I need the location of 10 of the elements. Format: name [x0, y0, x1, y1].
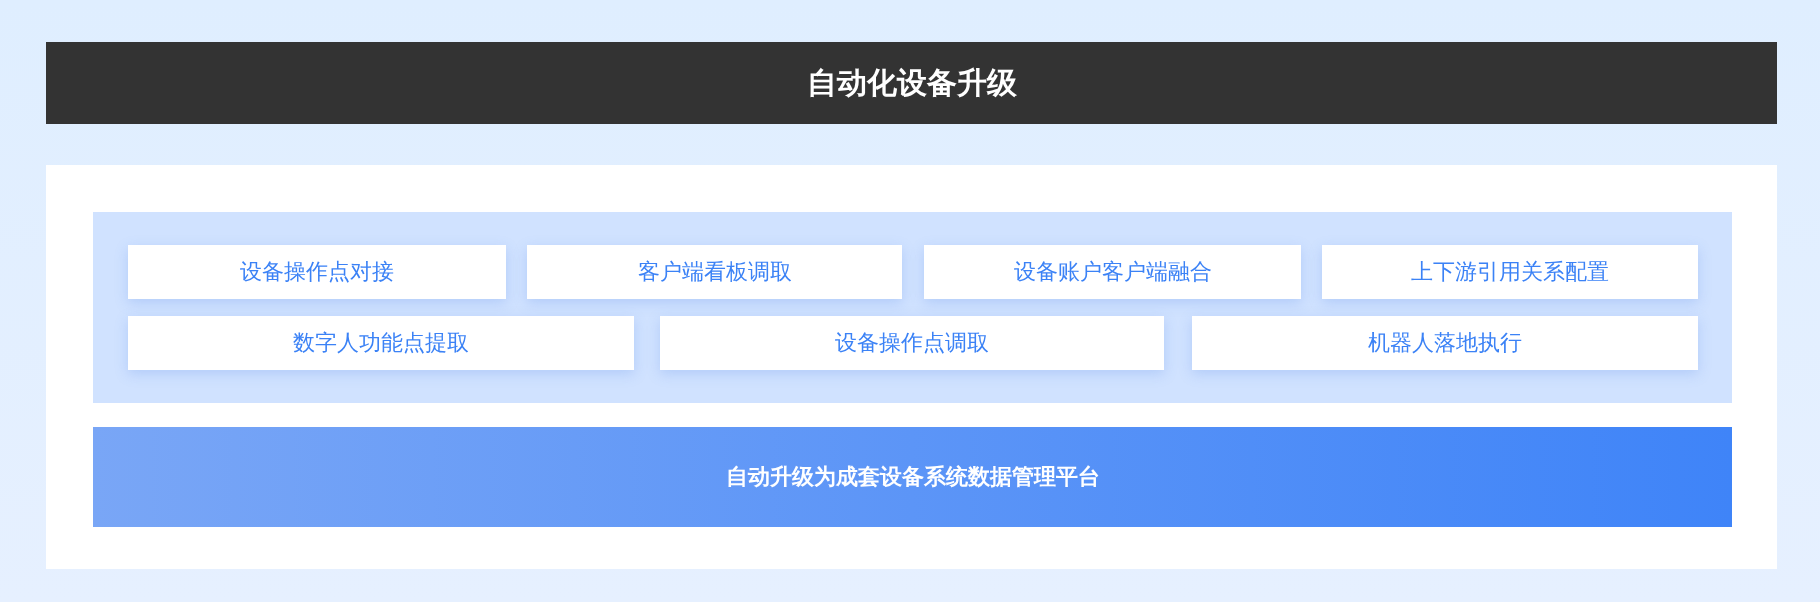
title-banner: 自动化设备升级 — [46, 42, 1777, 124]
feature-box: 设备操作点调取 — [660, 316, 1164, 370]
feature-box: 客户端看板调取 — [527, 245, 902, 299]
feature-box: 设备账户客户端融合 — [924, 245, 1301, 299]
feature-box: 机器人落地执行 — [1192, 316, 1698, 370]
feature-box: 设备操作点对接 — [128, 245, 506, 299]
feature-panel — [93, 212, 1732, 403]
platform-banner: 自动升级为成套设备系统数据管理平台 — [93, 427, 1732, 527]
feature-box: 上下游引用关系配置 — [1322, 245, 1698, 299]
feature-box: 数字人功能点提取 — [128, 316, 634, 370]
